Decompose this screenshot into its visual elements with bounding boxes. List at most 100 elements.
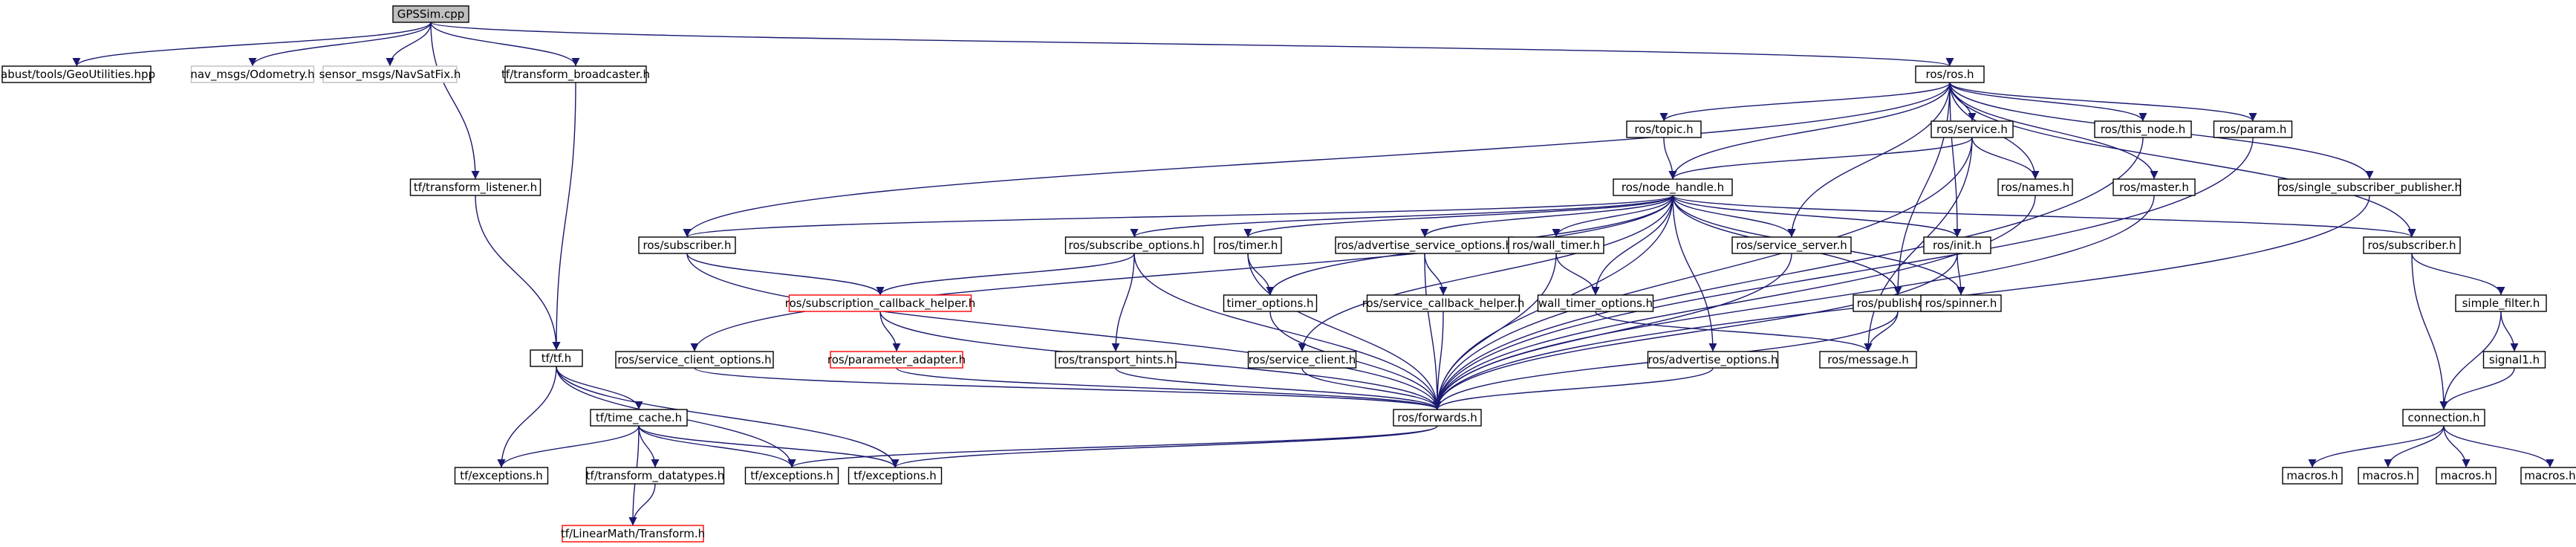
node-signal1[interactable]: signal1.h: [2482, 351, 2546, 369]
node-gpssim[interactable]: GPSSim.cpp: [392, 5, 469, 23]
node-box: [2482, 351, 2546, 369]
node-tflistener[interactable]: tf/transform_listener.h: [409, 178, 541, 196]
edge-names-to-forwards: [1433, 195, 2036, 410]
node-transporthints[interactable]: ros/transport_hints.h: [1055, 351, 1177, 369]
node-rosh[interactable]: ros/ros.h: [1915, 65, 1985, 83]
node-geo[interactable]: labust/tools/GeoUtilities.hpp: [0, 65, 155, 83]
node-spinner[interactable]: ros/spinner.h: [1920, 294, 2002, 312]
node-box: [744, 467, 839, 485]
node-walltimeropts[interactable]: wall_timer_options.h: [1537, 294, 1654, 312]
edge-rosh-to-publisher: [1893, 82, 1951, 296]
node-macros1[interactable]: macros.h: [2282, 467, 2343, 485]
node-box: [590, 409, 688, 427]
node-label: timer_options.h: [1226, 297, 1313, 311]
node-label: tf/exceptions.h: [853, 469, 937, 482]
node-subscriber1[interactable]: ros/subscriber.h: [638, 236, 736, 254]
node-box: [1223, 294, 1318, 312]
node-label: sensor_msgs/NavSatFix.h: [319, 68, 461, 82]
node-paramadapter[interactable]: ros/parameter_adapter.h: [827, 351, 966, 369]
node-box: [1393, 409, 1482, 427]
node-navsat[interactable]: sensor_msgs/NavSatFix.h: [319, 65, 461, 83]
node-box: [2213, 120, 2293, 138]
edge-nodehandle-to-timer: [1243, 195, 1674, 238]
node-label: ros/ros.h: [1926, 68, 1974, 81]
node-box: [190, 65, 315, 83]
node-subcbhelper[interactable]: ros/subscription_callback_helper.h: [785, 294, 976, 312]
node-srvcbhelper[interactable]: ros/service_callback_helper.h: [1362, 294, 1525, 312]
node-box: [530, 349, 583, 367]
node-timer[interactable]: ros/timer.h: [1214, 236, 1282, 254]
node-init[interactable]: ros/init.h: [1923, 236, 1991, 254]
node-macros3[interactable]: macros.h: [2436, 467, 2497, 485]
edge-rosh-to-subscriber1: [683, 82, 1951, 238]
edge-nodehandle-to-srvclient: [1298, 195, 1674, 352]
node-timeropts[interactable]: timer_options.h: [1223, 294, 1318, 312]
node-srvserver[interactable]: ros/service_server.h: [1731, 236, 1852, 254]
node-label: tf/exceptions.h: [460, 469, 543, 482]
edge-tfbc-to-tftf: [552, 82, 576, 351]
node-box: [2358, 467, 2419, 485]
edge-tfdatatypes-to-linearmath: [628, 483, 656, 526]
node-simplefilter[interactable]: simple_filter.h: [2455, 294, 2547, 312]
node-exc2[interactable]: tf/exceptions.h: [744, 467, 839, 485]
node-box: [1626, 120, 1702, 138]
edge-gpssim-to-geo: [72, 22, 432, 67]
node-forwards[interactable]: ros/forwards.h: [1393, 409, 1482, 427]
node-box: [1997, 178, 2073, 196]
node-master[interactable]: ros/master.h: [2112, 178, 2196, 196]
node-box: [1064, 236, 1204, 254]
node-label: ros/spinner.h: [1925, 297, 1997, 310]
node-exc3[interactable]: tf/exceptions.h: [848, 467, 943, 485]
node-label: ros/master.h: [2119, 181, 2189, 194]
edge-topic-to-nodehandle: [1663, 137, 1677, 180]
node-box: [1731, 236, 1852, 254]
node-linearmath[interactable]: tf/LinearMath/Transform.h: [561, 525, 705, 543]
node-subscriber2[interactable]: ros/subscriber.h: [2363, 236, 2461, 254]
node-walltimer[interactable]: ros/wall_timer.h: [1508, 236, 1604, 254]
edge-gpssim-to-odom: [248, 22, 432, 67]
node-label: ros/init.h: [1933, 239, 1982, 252]
node-label: ros/service_client_options.h: [617, 353, 771, 367]
edge-service-to-message: [1864, 137, 1973, 352]
node-box: [830, 351, 963, 369]
node-nodehandle[interactable]: ros/node_handle.h: [1613, 178, 1733, 196]
node-message[interactable]: ros/message.h: [1819, 351, 1917, 369]
node-service[interactable]: ros/service.h: [1931, 120, 2014, 138]
node-advsrvopts[interactable]: ros/advertise_service_options.h: [1335, 236, 1515, 254]
edge-rosh-to-srvserver: [1787, 82, 1951, 238]
node-srvclient[interactable]: ros/service_client.h: [1247, 351, 1357, 369]
edge-nodehandle-to-advopts: [1672, 195, 1717, 352]
node-box: [1055, 351, 1177, 369]
edge-thisnode-to-forwards: [1433, 137, 2144, 410]
node-srvclientopts[interactable]: ros/service_client_options.h: [615, 351, 774, 369]
edge-timecache-to-exc1: [497, 425, 640, 468]
node-thisnode[interactable]: ros/this_node.h: [2094, 120, 2192, 138]
node-exc1[interactable]: tf/exceptions.h: [454, 467, 549, 485]
node-label: simple_filter.h: [2462, 297, 2540, 311]
edge-nodehandle-to-advsrvopts: [1420, 195, 1674, 238]
node-tftf[interactable]: tf/tf.h: [530, 349, 583, 367]
node-box: [638, 236, 736, 254]
node-label: ros/subscriber.h: [643, 239, 732, 252]
node-param[interactable]: ros/param.h: [2213, 120, 2293, 138]
edge-rosh-to-init: [1949, 82, 1962, 238]
node-advopts[interactable]: ros/advertise_options.h: [1647, 351, 1779, 369]
node-tfbc[interactable]: tf/transform_broadcaster.h: [501, 65, 650, 83]
node-box: [1647, 351, 1779, 369]
node-box: [1931, 120, 2014, 138]
node-tfdatatypes[interactable]: tf/transform_datatypes.h: [586, 467, 725, 485]
edge-subopts-to-forwards: [1133, 253, 1442, 410]
node-label: ros/service.h: [1936, 123, 2008, 136]
node-subopts[interactable]: ros/subscribe_options.h: [1064, 236, 1204, 254]
node-box: [504, 65, 647, 83]
node-names[interactable]: ros/names.h: [1997, 178, 2073, 196]
node-topic[interactable]: ros/topic.h: [1626, 120, 1702, 138]
node-timecache[interactable]: tf/time_cache.h: [590, 409, 688, 427]
edge-forwards-to-exc2: [787, 425, 1438, 468]
node-macros2[interactable]: macros.h: [2358, 467, 2419, 485]
node-macros4[interactable]: macros.h: [2520, 467, 2576, 485]
node-sspub[interactable]: ros/single_subscriber_publisher.h: [2277, 178, 2462, 196]
node-odom[interactable]: nav_msgs/Odometry.h: [190, 65, 315, 83]
node-connection[interactable]: connection.h: [2402, 409, 2485, 427]
node-label: ros/service_callback_helper.h: [1362, 297, 1525, 311]
